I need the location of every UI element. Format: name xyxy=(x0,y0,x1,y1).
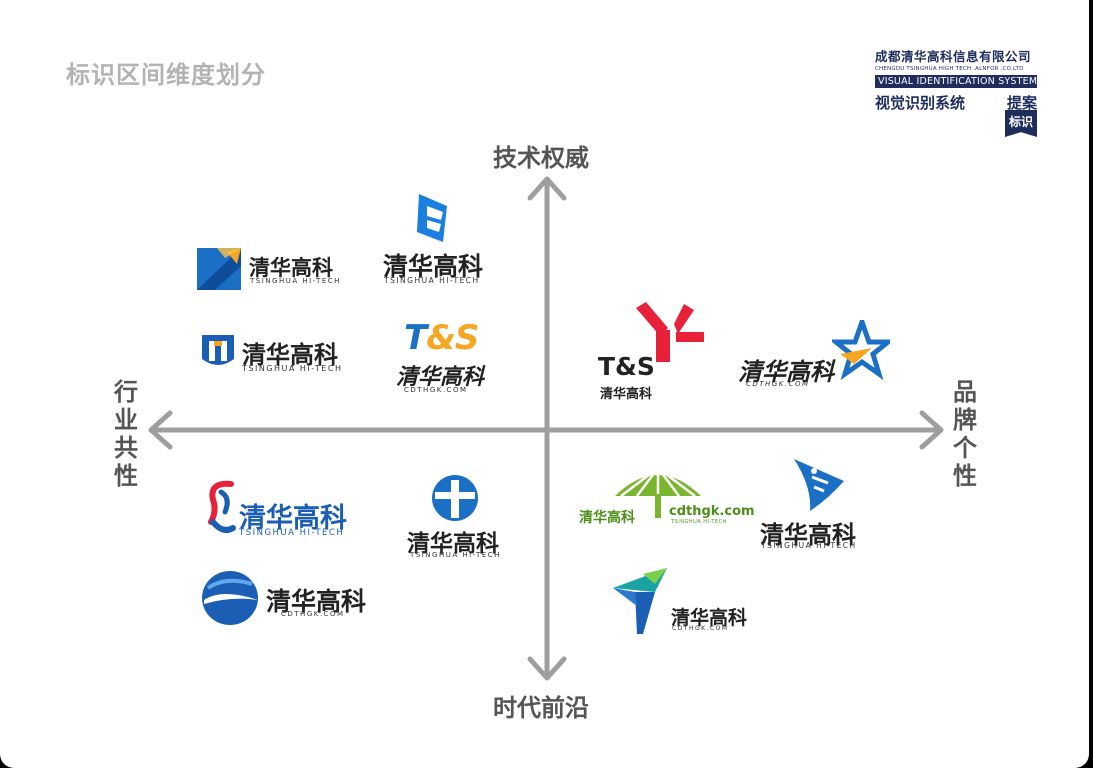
logo-4-name: 清华高科 xyxy=(396,365,485,390)
logo-3-sub: TSINGHUA HI-TECH xyxy=(242,364,343,373)
arrow-left xyxy=(148,410,173,450)
axis-label-right: 品牌个性 xyxy=(953,378,977,490)
axis-label-top: 技术权威 xyxy=(493,144,589,172)
umbrella-icon xyxy=(615,467,701,518)
logo-7-name: 清华高科 xyxy=(239,503,347,534)
book-icon xyxy=(417,194,447,242)
company-name-cn: 成都清华高科信息有限公司 xyxy=(875,49,1032,64)
logo-11-name: 清华高科 xyxy=(266,587,367,616)
logo-4-sub: CDTHGK.COM xyxy=(404,386,468,394)
logo-9-sub: cdthgk.com xyxy=(669,504,755,519)
ts-mark: T&S xyxy=(404,318,479,358)
logo-11-sub: CDTHGK.COM xyxy=(281,610,345,618)
logo-8-name: 清华高科 xyxy=(407,531,499,557)
company-brand: 成都清华高科信息有限公司 CHENGDU TSINGHUA HIGH TECH … xyxy=(875,46,1037,113)
visual-system-label: VISUAL IDENTIFICATION SYSTEM xyxy=(875,75,1037,88)
funnel-icon xyxy=(794,459,844,511)
logo-10-sub: TSINGHUA HI-TECH xyxy=(761,541,857,550)
system-line: 视觉识别系统 提案 xyxy=(875,92,1037,113)
logo-1-sub: TSINGHUA HI-TECH xyxy=(250,277,341,285)
logo-12-name: 清华高科 xyxy=(671,607,748,629)
asterisk-icon xyxy=(636,302,704,362)
square-ray-icon xyxy=(197,248,241,290)
logo-2-name: 清华高科 xyxy=(383,252,484,281)
logo-5-name: 清华高科 xyxy=(600,387,653,402)
logo-10-name: 清华高科 xyxy=(760,521,856,549)
geometric-t-icon xyxy=(613,568,667,634)
arrow-down xyxy=(527,656,567,681)
logo-6-sub: CDTHGK.COM xyxy=(746,380,810,388)
logo-12-sub: CDTHGK.COM xyxy=(672,625,729,632)
star-icon xyxy=(832,320,890,380)
logo-5-mark: T&S xyxy=(598,352,655,381)
axis-label-left: 行业共性 xyxy=(114,378,138,490)
axis-label-bottom: 时代前沿 xyxy=(493,694,589,722)
logo-6-name: 清华高科 xyxy=(738,358,834,386)
logo-8-sub: TSINGHUA HI-TECH xyxy=(410,551,501,559)
arrow-right xyxy=(919,410,944,450)
page-title: 标识区间维度划分 xyxy=(66,61,266,89)
swoosh-icon xyxy=(202,571,258,625)
circle-t-icon xyxy=(432,475,478,521)
s-curve-icon xyxy=(208,480,236,533)
shield-icon xyxy=(202,335,234,365)
arrow-up xyxy=(527,176,567,201)
logo-7-sub: TSINGHUA HI-TECH xyxy=(239,528,345,538)
company-name-en: CHENGDU TSINGHUA HIGH TECH .ALNFOR .CO,L… xyxy=(875,66,1024,72)
logo-2-sub: TSINGHUA HI-TECH xyxy=(384,276,480,285)
logo-9-sub2: TSINGHUA HI-TECH xyxy=(671,519,727,525)
logo-3-name: 清华高科 xyxy=(242,341,338,369)
logo-1-name: 清华高科 xyxy=(249,256,333,280)
logo-9-name: 清华高科 xyxy=(579,510,635,526)
proposal-label: 提案 xyxy=(1006,94,1037,112)
system-cn-label: 视觉识别系统 xyxy=(875,94,966,112)
